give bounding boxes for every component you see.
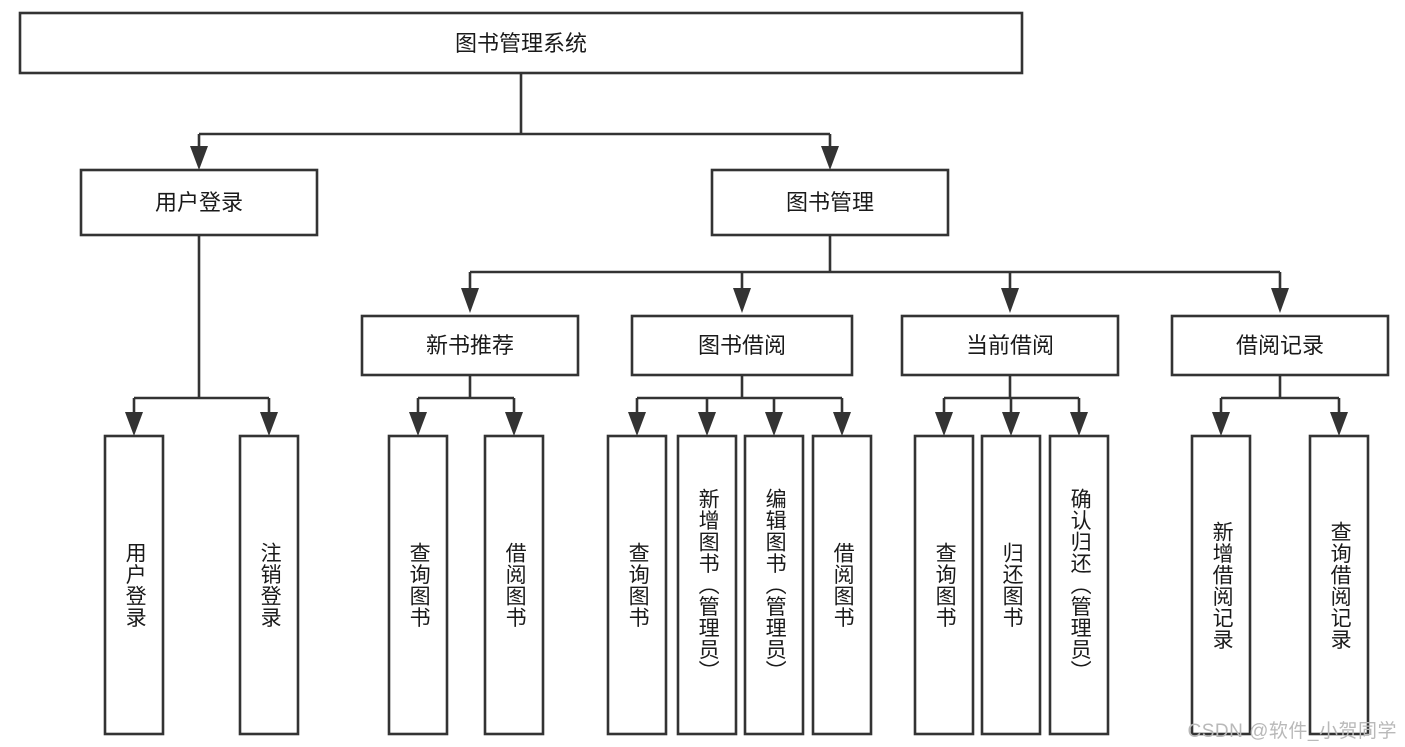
node-book-management-label: 图书管理 [786, 190, 874, 215]
node-book-management-box[interactable] [710, 168, 950, 237]
arrowhead-leaf-logout [260, 412, 278, 436]
node-leaf-edit-book-box[interactable] [743, 434, 805, 736]
node-user-login-box[interactable] [79, 168, 319, 237]
node-leaf-borrow-book-1-box[interactable] [483, 434, 545, 736]
arrowhead-leaf-query-record [1330, 412, 1348, 436]
node-current-borrow-label: 当前借阅 [966, 333, 1054, 358]
arrowhead-leaf-query-book-2 [628, 412, 646, 436]
node-layer: 图书管理系统 用户登录 图书管理 新书推荐 图书借阅 当前借阅 借阅记录 [18, 11, 1390, 736]
node-book-borrow-label: 图书借阅 [698, 333, 786, 358]
arrowhead-leaf-borrow-book-2 [833, 412, 851, 436]
node-root-label: 图书管理系统 [455, 31, 587, 56]
node-leaf-query-record-box[interactable] [1308, 434, 1370, 736]
arrowhead-user-login [190, 146, 208, 170]
node-new-book-recommend-box[interactable] [360, 314, 580, 377]
node-leaf-query-book-2-box[interactable] [606, 434, 668, 736]
arrowhead-leaf-borrow-book-1 [505, 412, 523, 436]
connector-layer [125, 73, 1348, 436]
node-leaf-return-book-box[interactable] [980, 434, 1042, 736]
node-leaf-logout-box[interactable] [238, 434, 300, 736]
node-leaf-add-record-box[interactable] [1190, 434, 1252, 736]
node-new-book-recommend-label: 新书推荐 [426, 333, 514, 358]
arrowhead-new-book-recommend [461, 288, 479, 313]
arrowhead-borrow-record [1271, 288, 1289, 313]
arrowhead-leaf-add-record [1212, 412, 1230, 436]
arrowhead-leaf-edit-book [765, 412, 783, 436]
node-leaf-user-login-box[interactable] [103, 434, 165, 736]
node-leaf-query-book-1-box[interactable] [387, 434, 449, 736]
node-current-borrow-box[interactable] [900, 314, 1120, 377]
node-leaf-query-book-3-box[interactable] [913, 434, 975, 736]
arrowhead-leaf-add-book [698, 412, 716, 436]
arrowhead-leaf-query-book-1 [409, 412, 427, 436]
node-user-login-label: 用户登录 [155, 190, 243, 215]
arrowhead-current-borrow [1001, 288, 1019, 313]
arrowhead-leaf-confirm-return [1070, 412, 1088, 436]
arrowhead-leaf-query-book-3 [935, 412, 953, 436]
arrowhead-leaf-return-book [1002, 412, 1020, 436]
node-borrow-record-box[interactable] [1170, 314, 1390, 377]
arrowhead-leaf-user-login [125, 412, 143, 436]
node-leaf-add-book-box[interactable] [676, 434, 738, 736]
node-book-borrow-box[interactable] [630, 314, 854, 377]
watermark-text: CSDN @软件_小贺同学 [1187, 721, 1397, 742]
node-borrow-record-label: 借阅记录 [1236, 333, 1324, 358]
arrowhead-book-borrow [733, 288, 751, 313]
node-leaf-borrow-book-2-box[interactable] [811, 434, 873, 736]
node-leaf-confirm-return-box[interactable] [1048, 434, 1110, 736]
node-root-box[interactable] [18, 11, 1024, 75]
arrowhead-book-mgmt [821, 146, 839, 170]
